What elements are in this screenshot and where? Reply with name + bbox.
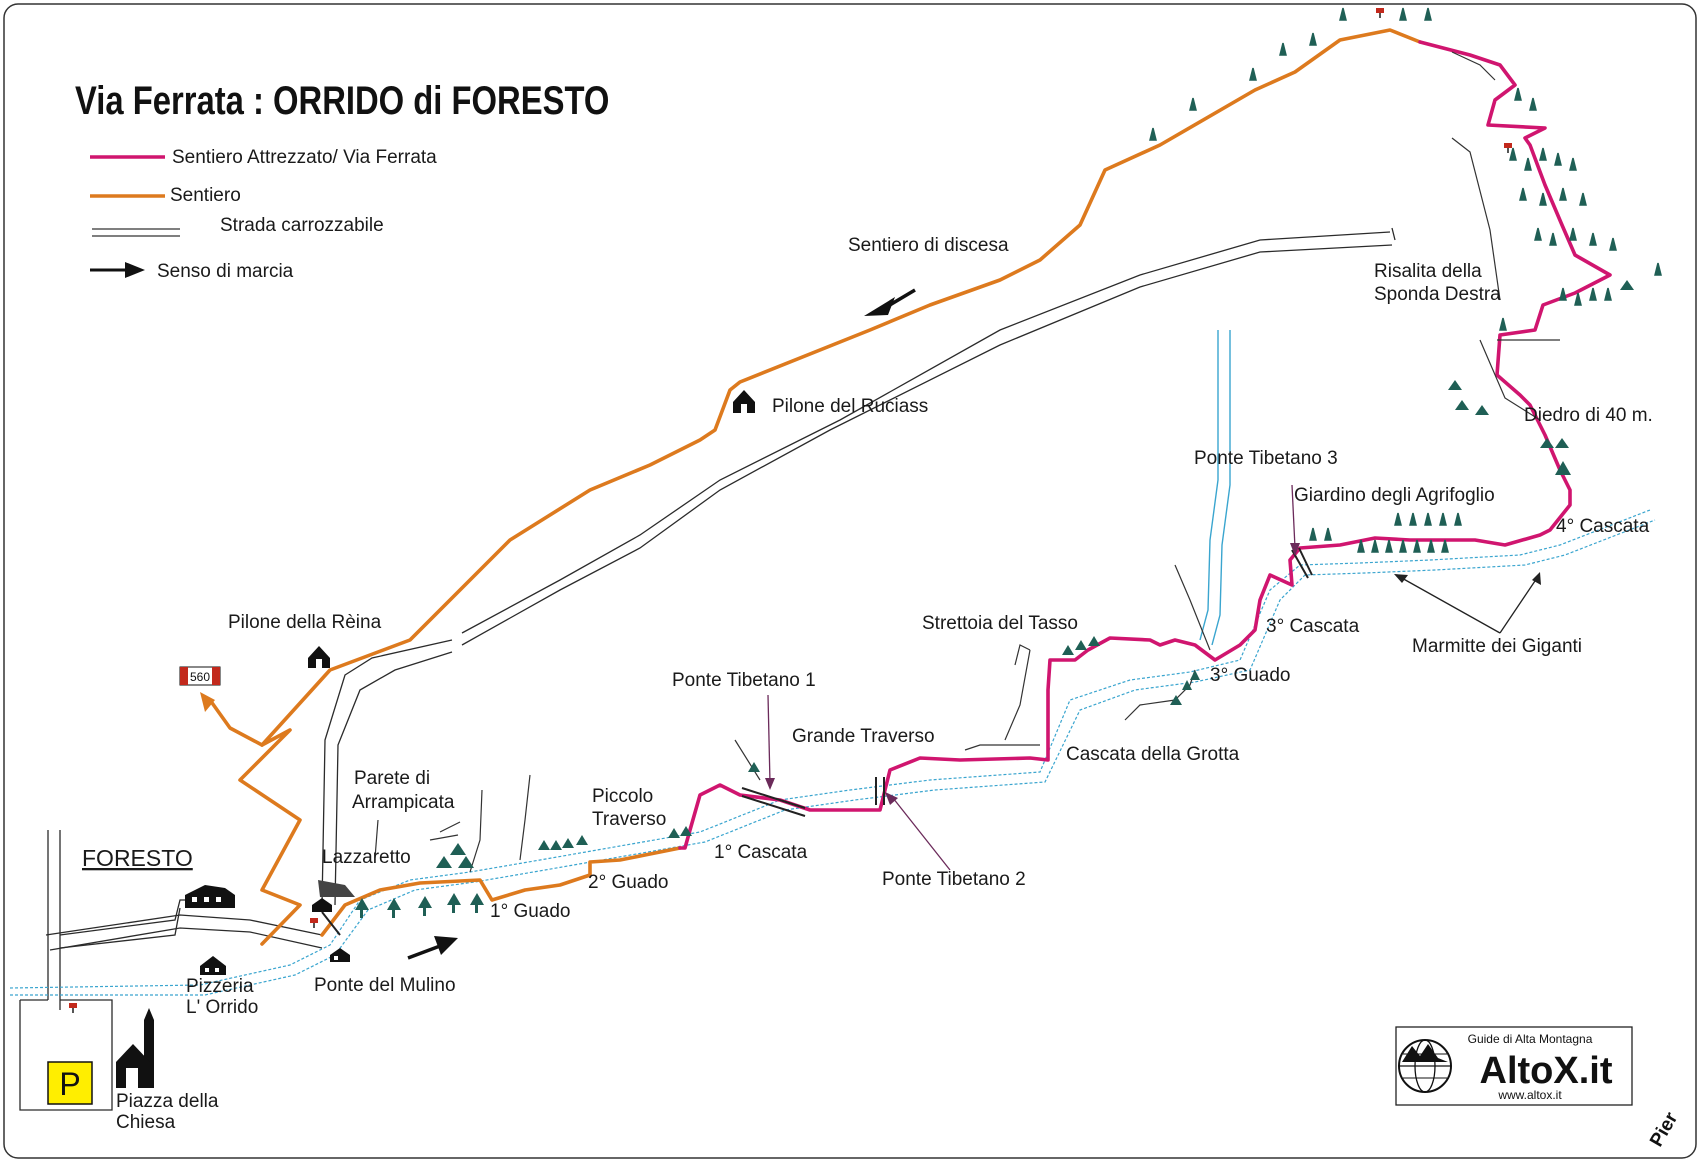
label-marmitte: Marmitte dei Giganti (1412, 636, 1582, 657)
label-pilone-reina: Pilone della Rèina (228, 612, 382, 633)
shrine-icon (308, 646, 330, 668)
globe-icon (1398, 1039, 1452, 1093)
label-giardino: Giardino degli Agrifoglio (1294, 485, 1495, 506)
legend-sentiero-label: Sentiero (170, 185, 241, 206)
label-pizzeria-2: L' Orrido (186, 997, 258, 1018)
descent-trail (238, 28, 1422, 946)
direction-arrow-icon (407, 936, 458, 960)
arrow-icon (90, 262, 145, 278)
label-ponte-mulino: Ponte del Mulino (314, 975, 456, 996)
legend-ferrata-label: Sentiero Attrezzato/ Via Ferrata (172, 147, 437, 168)
house-icon (185, 885, 235, 908)
label-piccolo-2: Traverso (592, 809, 666, 830)
trail-to-560 (208, 698, 264, 747)
tree-icon (355, 893, 484, 918)
logo-top-text: Guide di Alta Montagna (1468, 1032, 1593, 1046)
altox-logo: Guide di Alta Montagna AltoX.it www.alto… (1395, 1026, 1633, 1106)
pointer-lines (765, 484, 1541, 871)
label-strettoia: Strettoia del Tasso (922, 613, 1078, 634)
logo-url: www.altox.it (1497, 1088, 1562, 1102)
label-piazza-2: Chiesa (116, 1112, 176, 1133)
label-cascata-1: 1° Cascata (714, 842, 808, 863)
label-sentiero-discesa: Sentiero di discesa (848, 235, 1009, 256)
label-piazza-1: Piazza della (116, 1091, 219, 1112)
label-parete-1: Parete di (354, 768, 430, 789)
logo-brand: AltoX.it (1480, 1050, 1613, 1092)
trees (355, 7, 1662, 918)
legend-road-line (92, 228, 180, 237)
pine-icon (1149, 7, 1662, 553)
label-foresto: FORESTO (82, 845, 193, 871)
shrine-icon-ruciass (733, 390, 755, 413)
parking-letter: P (59, 1066, 80, 1102)
label-pizzeria-1: Pizzeria (186, 976, 254, 997)
label-pilone-ruciass: Pilone del Ruciass (772, 396, 928, 417)
forest-icon (436, 280, 1634, 868)
map-title: Via Ferrata : ORRIDO di FORESTO (75, 78, 609, 123)
trail-number-sign: 560 (179, 666, 221, 686)
label-cascata-3: 3° Cascata (1266, 616, 1360, 637)
label-guado-1: 1° Guado (490, 901, 571, 922)
label-parete-2: Arrampicata (352, 792, 455, 813)
label-cascata-grotta: Cascata della Grotta (1066, 744, 1240, 765)
label-risalita-2: Sponda Destra (1374, 284, 1501, 305)
parking-sign: P (47, 1061, 93, 1105)
trail-arrow-icon (200, 692, 215, 712)
approach-trail (320, 846, 682, 937)
legend-road-label: Strada carrozzabile (220, 215, 384, 236)
legend: Sentiero Attrezzato/ Via Ferrata Sentier… (90, 147, 437, 282)
label-piccolo-1: Piccolo (592, 786, 653, 807)
pizzeria-house-icon (200, 956, 226, 975)
label-lazzaretto: Lazzaretto (322, 847, 411, 868)
label-ponte-tibetano-1: Ponte Tibetano 1 (672, 670, 816, 691)
label-diedro: Diedro di 40 m. (1524, 405, 1653, 426)
label-grande-traverso: Grande Traverso (792, 726, 935, 747)
legend-direction-label: Senso di marcia (157, 261, 294, 282)
map-labels: Sentiero di discesa Pilone del Ruciass P… (82, 235, 1653, 1133)
trail-number: 560 (190, 670, 210, 684)
terrain-lines (374, 51, 1560, 873)
label-guado-3: 3° Guado (1210, 665, 1291, 686)
signpost-icon (69, 8, 1512, 1013)
label-ponte-tibetano-2: Ponte Tibetano 2 (882, 869, 1026, 890)
label-cascata-4: 4° Cascata (1556, 516, 1650, 537)
label-risalita-1: Risalita della (1374, 261, 1482, 282)
label-guado-2: 2° Guado (588, 872, 669, 893)
descent-arrow-icon (864, 288, 916, 316)
church-icon (116, 1008, 154, 1088)
mill-icon (330, 948, 350, 962)
climbing-hut-icon (312, 880, 355, 912)
map-frame (3, 3, 1697, 1159)
label-ponte-tibetano-3: Ponte Tibetano 3 (1194, 448, 1338, 469)
